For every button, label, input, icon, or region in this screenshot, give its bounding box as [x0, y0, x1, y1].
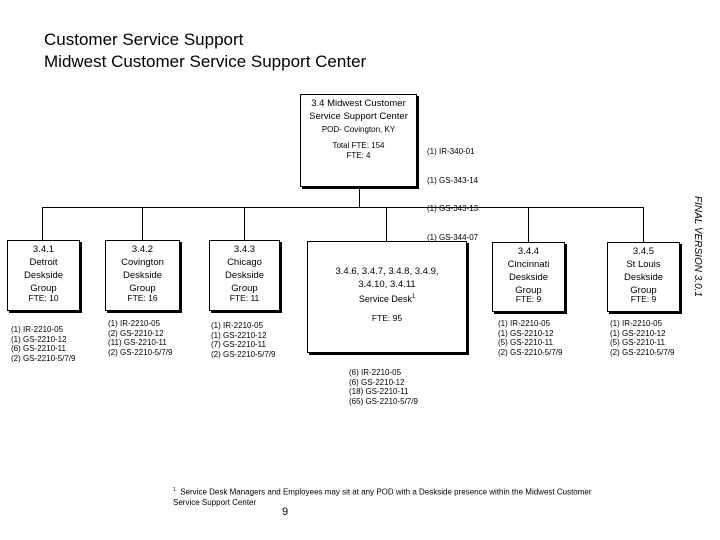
group-label: 3.4.1	[32, 244, 55, 255]
connector	[42, 207, 644, 208]
footnote-text: Service Desk Managers and Employees may …	[173, 487, 592, 507]
connector	[528, 207, 529, 242]
group-label: Covington	[121, 257, 164, 268]
position: (1) GS-2210-12	[610, 328, 666, 338]
group-label: 3.4.10, 3.4.11	[358, 279, 416, 290]
page-number: 9	[282, 506, 289, 518]
footnote: 1 Service Desk Managers and Employees ma…	[173, 485, 593, 508]
positions-covington: (1) IR-2210-05(2) GS-2210-12(11) GS-2210…	[108, 319, 172, 357]
group-fte: FTE: 11	[229, 293, 260, 303]
position: (1) GS-343-13	[427, 204, 479, 213]
position: (1) GS-2210-12	[211, 330, 267, 340]
positions-service-desk: (6) IR-2210-05(6) GS-2210-12(18) GS-2210…	[349, 368, 418, 406]
group-label: Group	[231, 283, 258, 294]
group-label: Deskside	[623, 272, 664, 283]
group-label: Group	[515, 285, 542, 296]
position: (1) IR-2210-05	[108, 319, 161, 328]
position: (6) GS-2210-11	[11, 344, 66, 353]
position: (2) GS-2210-5/7/9	[211, 349, 276, 359]
group-label: 3.4.5	[632, 246, 655, 257]
group-fte: FTE: 16	[127, 293, 158, 303]
group-fte: FTE: 10	[28, 293, 59, 303]
position: (1) IR-2210-05	[498, 319, 551, 328]
group-label: 3.4.2	[131, 244, 154, 255]
position: (2) GS-2210-5/7/9	[11, 353, 76, 363]
position: (11) GS-2210-11	[108, 338, 167, 347]
root-pod: POD- Covington, KY	[321, 125, 396, 134]
group-label: Chicago	[227, 257, 262, 268]
group-label: Deskside	[508, 272, 549, 283]
position: (2) GS-2210-12	[108, 328, 164, 338]
group-fte: FTE: 95	[371, 313, 403, 323]
root-title: Service Support Center	[309, 111, 408, 122]
position: (1) IR-2210-05	[211, 321, 264, 330]
page-subtitle: Midwest Customer Service Support Center	[44, 52, 367, 71]
root-box: 3.4 Midwest Customer Service Support Cen…	[300, 94, 417, 187]
group-label: Group	[129, 283, 156, 294]
connector	[42, 207, 43, 240]
positions-cincinnati: (1) IR-2210-05(1) GS-2210-12(5) GS-2210-…	[498, 319, 562, 357]
group-label: Cincinnati	[507, 259, 550, 270]
positions-detroit: (1) IR-2210-05(1) GS-2210-12(6) GS-2210-…	[11, 325, 75, 363]
position: (7) GS-2210-11	[211, 340, 266, 349]
version-label: FINAL VERSION 3.0.1	[692, 196, 703, 297]
root-title: 3.4 Midwest Customer	[311, 98, 406, 109]
group-fte: FTE: 9	[630, 294, 657, 304]
footnote-marker: 1	[173, 487, 176, 493]
position: (1) GS-2210-12	[498, 328, 554, 338]
position: (1) IR-340-01	[427, 147, 475, 156]
positions-chicago: (1) IR-2210-05(1) GS-2210-12(7) GS-2210-…	[211, 321, 275, 359]
group-fte: FTE: 9	[515, 294, 542, 304]
group-label: Group	[630, 285, 657, 296]
root-fte: FTE: 4	[346, 151, 371, 160]
root-total-fte: Total FTE: 154	[332, 141, 385, 150]
root-positions: (1) IR-340-01 (1) GS-343-14 (1) GS-343-1…	[427, 128, 478, 252]
group-label: Detroit	[29, 257, 58, 268]
position: (1) IR-2210-05	[11, 325, 64, 334]
position: (5) GS-2210-11	[498, 338, 553, 347]
position: (6) GS-2210-12	[349, 377, 405, 387]
position: (1) IR-2210-05	[610, 319, 663, 328]
connector	[142, 207, 143, 240]
connector	[643, 207, 644, 242]
group-label: Deskside	[23, 270, 64, 281]
group-label: 3.4.6, 3.4.7, 3.4.8, 3.4.9,	[335, 266, 439, 277]
group-label: Service Desk	[358, 294, 412, 304]
connector	[244, 207, 245, 240]
position: (5) GS-2210-11	[610, 338, 665, 347]
connector	[359, 189, 360, 208]
group-box-service-desk: 3.4.6, 3.4.7, 3.4.8, 3.4.9, 3.4.10, 3.4.…	[307, 241, 467, 353]
group-label: St Louis	[626, 259, 661, 270]
positions-st-louis: (1) IR-2210-05(1) GS-2210-12(5) GS-2210-…	[610, 319, 674, 357]
position: (6) IR-2210-05	[349, 368, 402, 377]
footnote-marker: 1	[411, 294, 416, 300]
position: (2) GS-2210-5/7/9	[108, 347, 173, 357]
position: (1) GS-343-14	[427, 175, 479, 185]
page-title: Customer Service Support	[44, 30, 244, 49]
group-label: 3.4.3	[233, 244, 256, 255]
position: (2) GS-2210-5/7/9	[610, 347, 675, 357]
position: (1) GS-344-07	[427, 232, 479, 242]
group-label: Deskside	[224, 270, 265, 281]
position: (2) GS-2210-5/7/9	[498, 347, 563, 357]
position: (1) GS-2210-12	[11, 334, 67, 344]
group-label: Group	[30, 283, 57, 294]
group-label: 3.4.4	[517, 246, 540, 257]
group-label: Deskside	[122, 270, 163, 281]
connector	[386, 207, 387, 241]
position: (65) GS-2210-5/7/9	[349, 396, 418, 406]
position: (18) GS-2210-11	[349, 387, 409, 396]
